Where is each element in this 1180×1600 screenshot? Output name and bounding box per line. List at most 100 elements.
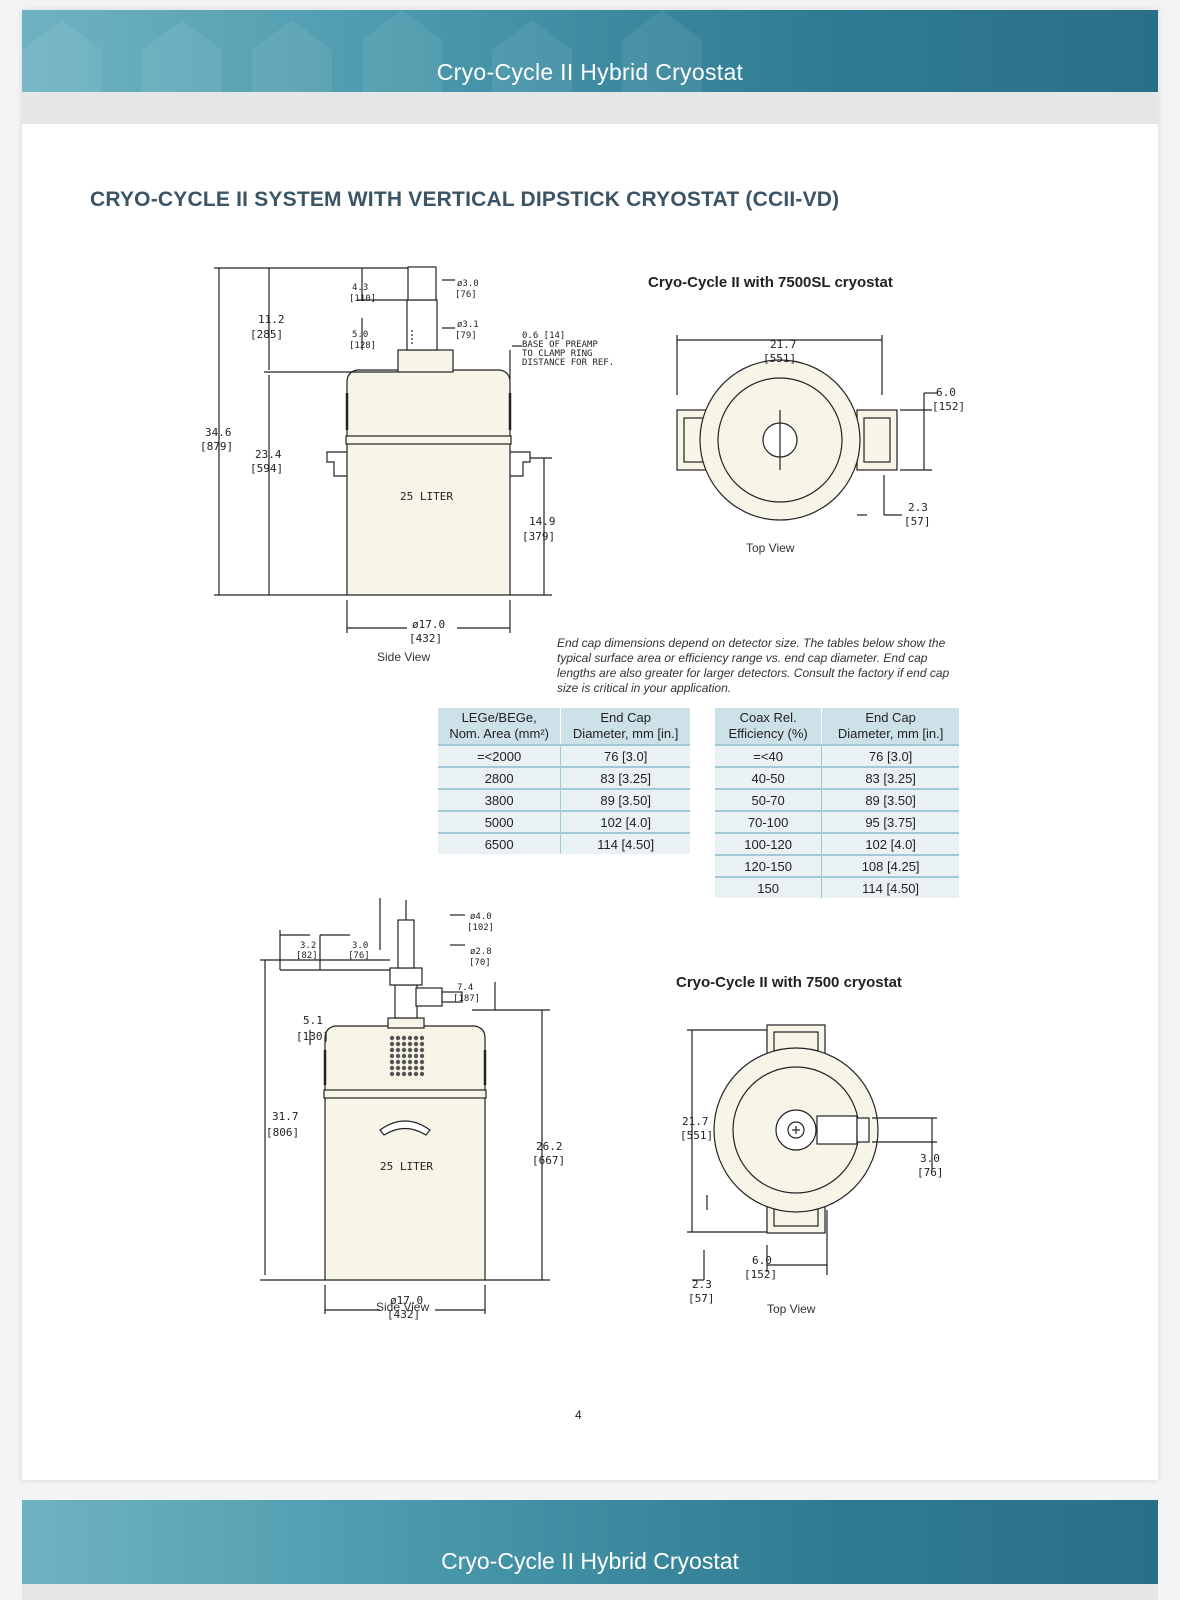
table-cell: 114 [4.50] [821, 876, 959, 898]
table-cell: 76 [3.0] [560, 744, 690, 767]
vent-dot [401, 1071, 407, 1077]
table-cell: 83 [3.25] [560, 766, 690, 789]
dim-label: [667] [532, 1154, 565, 1167]
vent-dot [413, 1071, 419, 1077]
dim-label: 21.7 [770, 338, 797, 351]
endcap-note: End cap dimensions depend on detector si… [557, 636, 950, 695]
top-view-caption-2: Top View [767, 1302, 816, 1316]
vent-dot [389, 1071, 395, 1077]
dim-label: [806] [266, 1126, 299, 1139]
header-banner: Cryo-Cycle II Hybrid Cryostat [22, 10, 1158, 92]
side-view-caption-1: Side View [377, 650, 431, 664]
table-cell: 70-100 [715, 810, 823, 833]
table-cell: 150 [715, 876, 823, 898]
table-header: LEGe/BEGe,Nom. Area (mm²) [438, 708, 562, 745]
tank-label: 25 LITER [400, 490, 453, 503]
dim-label: [432] [387, 1308, 420, 1321]
dim-label: DISTANCE FOR REF. [522, 358, 614, 368]
vent-dot [389, 1047, 395, 1053]
dim-label: [110] [349, 294, 376, 304]
header-title: Cryo-Cycle II Hybrid Cryostat [436, 59, 744, 85]
dim-label: 6.0 [936, 386, 956, 399]
top-view-caption-1: Top View [746, 541, 795, 555]
vent-dot [413, 1065, 419, 1071]
dim-label: [551] [680, 1129, 713, 1142]
table-cell: 40-50 [715, 766, 823, 789]
dim-label: 5.0 [352, 330, 368, 340]
table-cell: 102 [4.0] [821, 832, 959, 855]
side-view-drawing-1: 11.2 [285] 34.6 [879] 23.4 [594] 4.3 [11… [200, 266, 614, 645]
dim-label: 11.2 [258, 313, 285, 326]
table-cell: 83 [3.25] [821, 766, 959, 789]
dim-label: 23.4 [255, 448, 282, 461]
dim-label: 0.6 [14] [522, 331, 565, 341]
vent-dot [413, 1059, 419, 1065]
vent-dot [389, 1053, 395, 1059]
dim-label: [879] [200, 440, 233, 453]
dim-label: [187] [453, 994, 480, 1004]
vent-dot [401, 1041, 407, 1047]
vent-dot [419, 1053, 425, 1059]
vent-dot [419, 1041, 425, 1047]
table-cell: 89 [3.50] [560, 788, 690, 811]
next-page-subbar [22, 1584, 1158, 1600]
dim-label: [594] [250, 462, 283, 475]
dim-label: 31.7 [272, 1110, 299, 1123]
vent-dot [389, 1041, 395, 1047]
dim-label: 2.3 [908, 501, 928, 514]
dim-label: [57] [688, 1292, 715, 1305]
vent-dot [395, 1071, 401, 1077]
table-cell: 3800 [438, 788, 562, 811]
vent-dot [395, 1059, 401, 1065]
dim-label: 34.6 [205, 426, 232, 439]
dim-label: ø17.0 [412, 618, 445, 631]
document-page: Cryo-Cycle II Hybrid Cryostat CRYO-CYCLE… [22, 10, 1158, 1480]
dim-label: 5.1 [303, 1014, 323, 1027]
table-cell: 2800 [438, 766, 562, 789]
table-cell: 89 [3.50] [821, 788, 959, 811]
vent-dot [395, 1053, 401, 1059]
vent-dot [389, 1059, 395, 1065]
dim-label: [152] [744, 1268, 777, 1281]
dim-label: [79] [455, 331, 477, 341]
next-page-banner: Cryo-Cycle II Hybrid Cryostat [22, 1500, 1158, 1600]
vent-dot [401, 1065, 407, 1071]
table-cell: 120-150 [715, 854, 823, 877]
top-view-drawing-2: 21.7 [551] 3.0 [76] 6.0 [152] 2.3 [57] [680, 1024, 944, 1305]
dim-label: [152] [932, 400, 965, 413]
vent-dot [419, 1059, 425, 1065]
table-cell: 6500 [438, 832, 562, 854]
vent-dot [395, 1047, 401, 1053]
top-view-drawing-1: 21.7 [551] 6.0 [152] 2.3 [57] [676, 335, 965, 528]
vent-dot [419, 1071, 425, 1077]
vent-dot [401, 1053, 407, 1059]
dim-label: ø2.8 [470, 947, 492, 957]
vent-dot [389, 1065, 395, 1071]
dim-label: 7.4 [457, 983, 473, 993]
dim-label: [285] [250, 328, 283, 341]
table-cell: 5000 [438, 810, 562, 833]
vent-dot [395, 1035, 401, 1041]
dim-label: 14.9 [529, 515, 556, 528]
dim-label: [379] [522, 530, 555, 543]
vent-dot [389, 1035, 395, 1041]
side-view-drawing-2: 3.2 [82] 3.0 [76] ø4.0 [102] ø2.8 [70] 7… [260, 898, 565, 1321]
section-heading: CRYO-CYCLE II SYSTEM WITH VERTICAL DIPST… [90, 188, 840, 211]
table-header: Coax Rel.Efficiency (%) [715, 708, 823, 745]
table-cell: 108 [4.25] [821, 854, 959, 877]
next-page-title: Cryo-Cycle II Hybrid Cryostat [441, 1548, 739, 1574]
dim-label: [102] [467, 923, 494, 933]
vent-dot [407, 1065, 413, 1071]
dim-label: [70] [469, 958, 491, 968]
